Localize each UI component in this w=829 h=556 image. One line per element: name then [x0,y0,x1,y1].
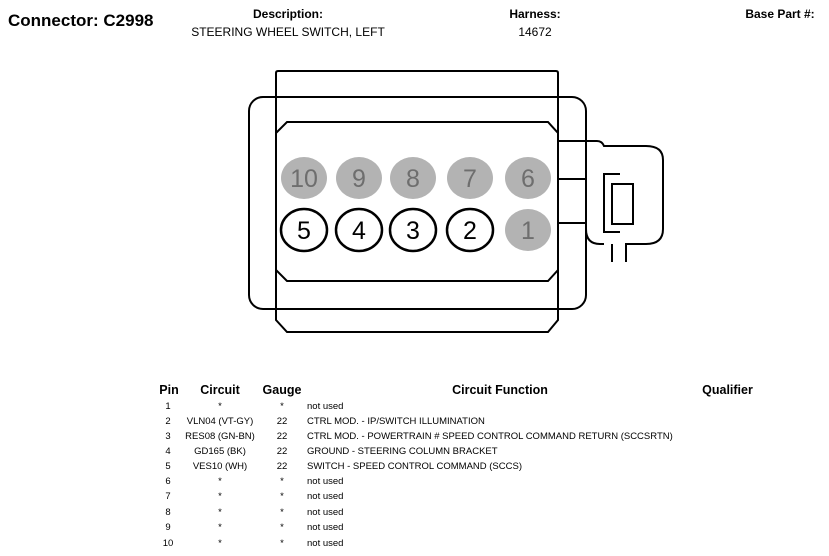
pin-cell: 4 [165,446,171,457]
table-row: 4 GD165 (BK) 22 GROUND - STEERING COLUMN… [0,446,829,461]
circuit-cell: RES08 (GN-BN) [185,431,255,442]
function-cell: GROUND - STEERING COLUMN BRACKET [307,446,498,457]
function-cell: not used [307,538,344,549]
latch-button [611,183,634,225]
pin-1-circle [505,209,551,251]
function-cell: SWITCH - SPEED CONTROL COMMAND (SCCS) [307,461,522,472]
pin-group: 10 9 8 7 6 5 4 3 2 1 [279,157,551,253]
gauge-cell: * [280,522,284,533]
pin-cell: 10 [162,538,174,549]
table-row: 6 * * not used [0,476,829,491]
pin-4-circle [334,207,384,253]
circuit-cell: * [218,401,222,412]
pin-cell: 1 [165,401,171,412]
table-row: 10 * * not used [0,538,829,553]
pin-2-label: 2 [463,217,477,245]
gauge-cell: 22 [276,416,288,427]
pin-7-label: 7 [463,165,477,193]
circuit-cell: GD165 (BK) [194,446,246,457]
pin-8-label: 8 [406,165,420,193]
col-header-qualifier: Qualifier [702,383,753,397]
function-cell: CTRL MOD. - IP/SWITCH ILLUMINATION [307,416,485,427]
connector-face-diagram: 10 9 8 7 6 5 4 3 2 1 [248,70,664,333]
pin-6-circle [505,157,551,199]
function-cell: CTRL MOD. - POWERTRAIN # SPEED CONTROL C… [307,431,673,442]
circuit-cell: * [218,491,222,502]
connector-outer-body [248,96,587,310]
pin-7-circle [447,157,493,199]
pin-cell: 3 [165,431,171,442]
circuit-cell: * [218,476,222,487]
description-label: Description: [252,7,323,21]
function-cell: not used [307,401,344,412]
col-header-gauge: Gauge [262,383,302,397]
pin-8-circle [390,157,436,199]
gauge-cell: * [280,401,284,412]
circuit-cell: VES10 (WH) [192,461,248,472]
pin-cell: 6 [165,476,171,487]
col-header-circuit: Circuit [200,383,240,397]
pin-9-circle [336,157,382,199]
harness-value: 14672 [518,25,552,39]
gauge-cell: * [280,476,284,487]
col-header-pin: Pin [159,383,179,397]
table-row: 9 * * not used [0,522,829,537]
table-row: 2 VLN04 (VT-GY) 22 CTRL MOD. - IP/SWITCH… [0,416,829,431]
connector-top-hood [275,70,559,97]
circuit-cell: * [218,538,222,549]
table-row: 8 * * not used [0,507,829,522]
pin-2-circle [445,207,495,253]
gauge-cell: 22 [276,461,288,472]
function-cell: not used [307,476,344,487]
pin-cell: 7 [165,491,171,502]
pin-3-label: 3 [406,217,420,245]
connector-title: Connector: C2998 [8,11,154,31]
gauge-cell: * [280,507,284,518]
table-row: 5 VES10 (WH) 22 SWITCH - SPEED CONTROL C… [0,461,829,476]
gauge-cell: * [280,491,284,502]
pin-3-circle [388,207,438,253]
pin-5-label: 5 [297,217,311,245]
circuit-cell: * [218,522,222,533]
pin-4-label: 4 [352,217,366,245]
table-row: 1 * * not used [0,401,829,416]
col-header-function: Circuit Function [452,383,548,397]
table-row: 3 RES08 (GN-BN) 22 CTRL MOD. - POWERTRAI… [0,431,829,446]
circuit-cell: VLN04 (VT-GY) [186,416,254,427]
gauge-cell: 22 [276,431,288,442]
connector-bottom-hood [275,309,559,333]
pin-10-circle [281,157,327,199]
description-value: STEERING WHEEL SWITCH, LEFT [191,25,385,39]
circuit-cell: * [218,507,222,518]
pin-10-label: 10 [290,165,318,193]
connector-latch [558,140,664,262]
gauge-cell: * [280,538,284,549]
function-cell: not used [307,491,344,502]
connector-id: C2998 [103,11,154,30]
function-cell: not used [307,522,344,533]
pin-cell: 2 [165,416,171,427]
gauge-cell: 22 [276,446,288,457]
base-part-label: Base Part #: [745,7,815,21]
pin-1-label: 1 [521,217,535,245]
pin-9-label: 9 [352,165,366,193]
connector-label: Connector: [8,11,99,30]
connector-inner-frame [275,96,559,310]
connector-cavity-face [275,121,559,282]
latch-tab [557,178,587,224]
pin-5-circle [279,207,329,253]
pin-cell: 8 [165,507,171,518]
function-cell: not used [307,507,344,518]
harness-label: Harness: [509,7,561,21]
pin-6-label: 6 [521,165,535,193]
pin-cell: 5 [165,461,171,472]
pin-cell: 9 [165,522,171,533]
table-row: 7 * * not used [0,491,829,506]
latch-bracket [603,173,620,233]
